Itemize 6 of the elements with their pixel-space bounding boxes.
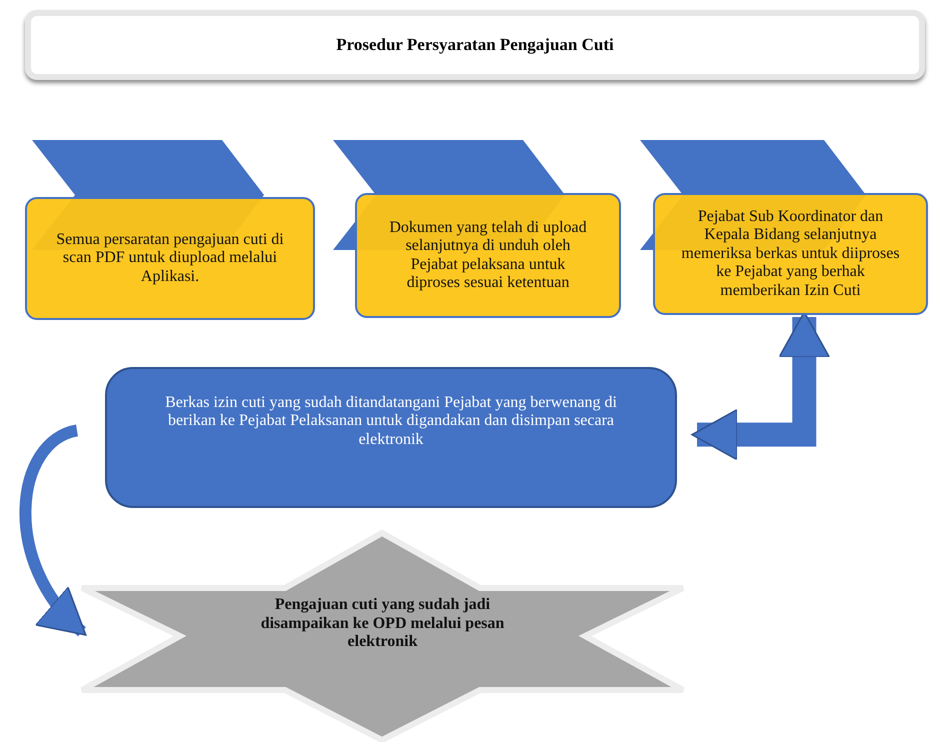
node-text: Semua persaratan pengajuan cuti di scan PDF untuk diupload melalui Aplikasi.	[55, 230, 285, 286]
node-text: Berkas izin cuti yang sudah ditandatangani Pejabat yang berwenang di berikan ke Pejabat Pelaksanan untuk digandakan dan disimpan secara elektronik	[164, 394, 618, 450]
node-text: Pejabat Sub Koordinator dan Kepala Bidang selanjutnya memeriksa berkas untuk diiproses ke Pejabat yang berhak memberikan Izin Cuti	[680, 208, 901, 300]
title-banner: Prosedur Persyaratan Pengajuan Cuti	[25, 10, 925, 80]
node-text: Pengajuan cuti yang sudah jadi disampaikan ke OPD melalui pesan elektronik	[260, 596, 506, 652]
node-text: Dokumen yang telah di upload selanjutnya di unduh oleh Pejabat pelaksana untuk diproses sesuai ketentuan	[388, 218, 588, 292]
